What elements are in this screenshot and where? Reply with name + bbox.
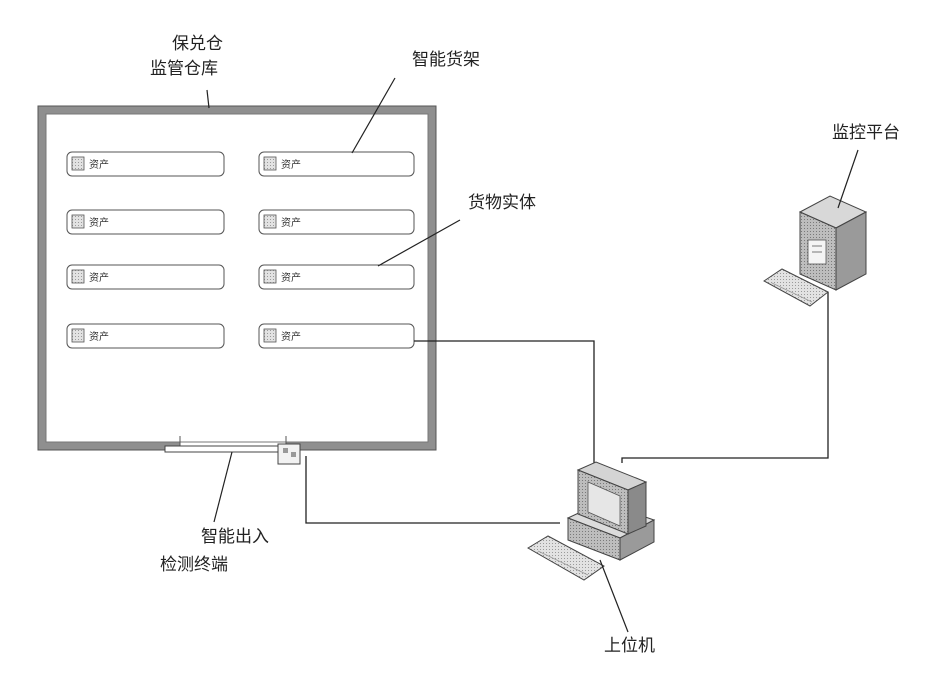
svg-text:资产: 资产 <box>89 216 109 229</box>
box-icon <box>264 157 276 170</box>
box-icon <box>264 270 276 283</box>
goods-entity-label: 货物实体 <box>468 193 536 213</box>
warehouse-label-line1: 保兑仓 <box>172 34 223 54</box>
box-icon <box>72 157 84 170</box>
box-icon <box>72 329 84 342</box>
shelf-slot: 资产 <box>67 210 224 234</box>
smart-shelf-label: 智能货架 <box>412 50 480 70</box>
svg-text:资产: 资产 <box>281 271 301 284</box>
svg-text:资产: 资产 <box>89 330 109 343</box>
gate-terminal-label-line1: 智能出入 <box>201 527 269 547</box>
box-icon <box>264 215 276 228</box>
svg-text:资产: 资产 <box>281 158 301 171</box>
svg-text:资产: 资产 <box>281 216 301 229</box>
warehouse-label-line2: 监管仓库 <box>150 59 218 79</box>
host-pc-device <box>528 462 654 580</box>
shelf-slot: 资产 <box>259 265 414 289</box>
box-icon <box>72 270 84 283</box>
host-pc-label: 上位机 <box>604 636 655 656</box>
gate-terminal-device <box>165 444 300 464</box>
shelf-slot: 资产 <box>259 324 414 348</box>
shelf-slot: 资产 <box>259 210 414 234</box>
box-icon <box>72 215 84 228</box>
shelf-slot: 资产 <box>67 324 224 348</box>
svg-text:资产: 资产 <box>89 271 109 284</box>
shelf-slot: 资产 <box>259 152 414 176</box>
svg-text:资产: 资产 <box>281 330 301 343</box>
svg-text:资产: 资产 <box>89 158 109 171</box>
box-icon <box>264 329 276 342</box>
computer-icon <box>568 462 654 560</box>
server-icon <box>800 196 866 290</box>
monitor-platform-label: 监控平台 <box>832 123 900 143</box>
shelf-slot: 资产 <box>67 152 224 176</box>
monitor-platform-device <box>764 196 866 306</box>
gate-terminal-label-line2: 检测终端 <box>160 555 228 575</box>
shelf-slot: 资产 <box>67 265 224 289</box>
